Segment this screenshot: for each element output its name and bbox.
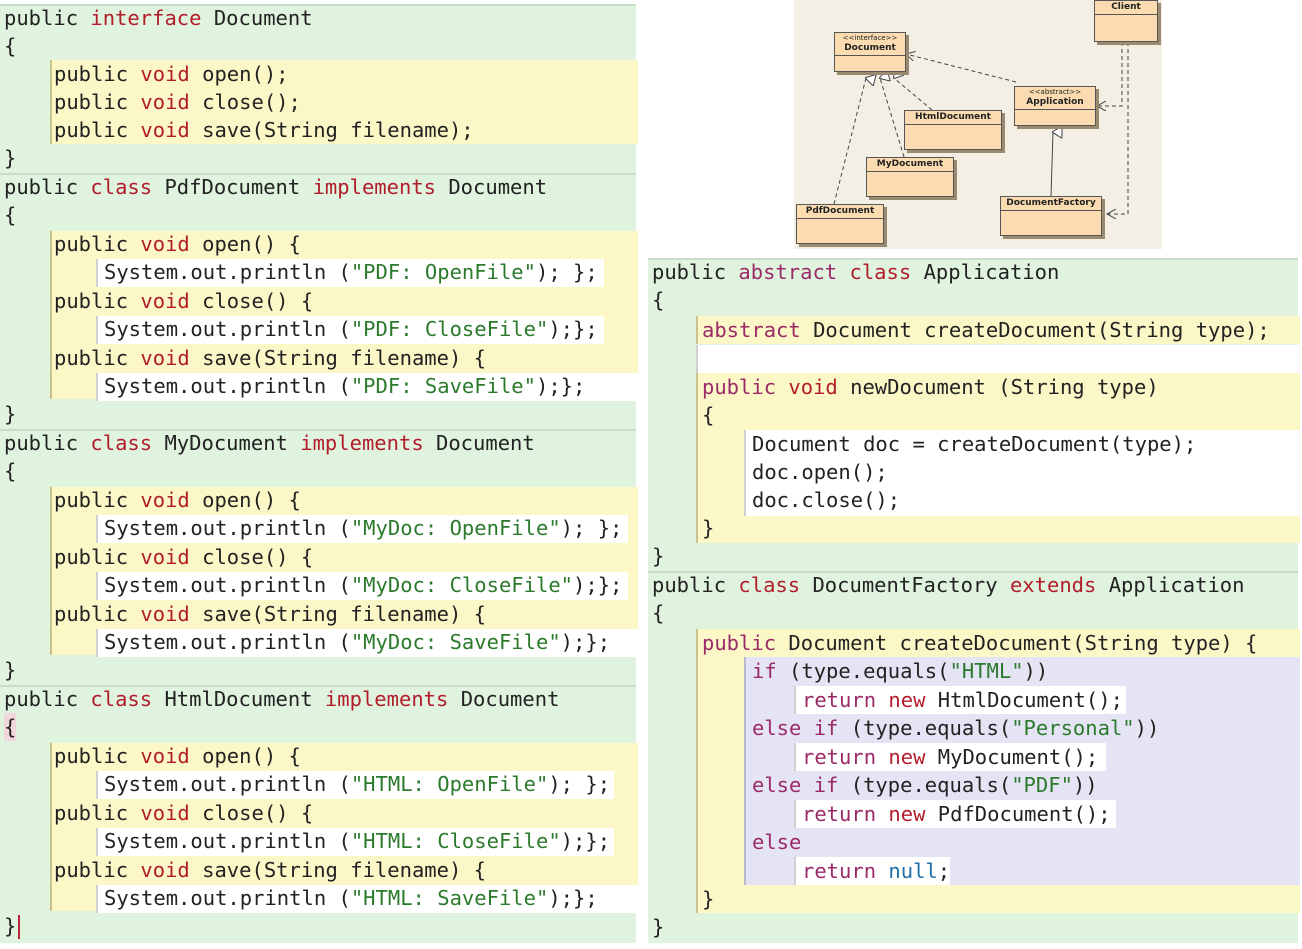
uml-class-documentfactory: DocumentFactory [1000, 196, 1102, 236]
htmldocument-block: public class HtmlDocument implements Doc… [4, 687, 611, 939]
pdf-realizes-document [833, 78, 866, 205]
app-newdoc-body-bg [744, 430, 1300, 516]
app-abstract-bg [696, 316, 1300, 344]
uml-class-client: Client [1094, 0, 1158, 42]
text-cursor [18, 915, 21, 939]
factory-ret3-bg [794, 800, 1116, 828]
factory-ret1-bg [794, 686, 1126, 714]
pdf-save-body-bg [96, 373, 638, 401]
mydoc-open-body-bg [96, 515, 628, 543]
uml-class-application: <<abstract>> Application [1014, 86, 1096, 126]
uml-class-htmldocument: HtmlDocument [904, 110, 1002, 150]
pdf-close-body-bg [96, 316, 604, 344]
mydocument-block: public class MyDocument implements Docum… [4, 431, 623, 682]
application-block: public abstract class Application { abst… [652, 260, 1270, 568]
mydoc-realizes-document [880, 78, 905, 158]
factory-ret2-bg [794, 743, 1106, 771]
uml-connectors [833, 42, 1129, 249]
html-save-body-bg [96, 885, 638, 913]
client-uses-application [1097, 42, 1123, 106]
html-open-body-bg [96, 771, 614, 799]
interface-document-block: public interface Document { public void … [4, 6, 474, 170]
mydoc-close-body-bg [96, 572, 628, 600]
pdf-document-block: public class PdfDocument implements Docu… [4, 175, 598, 426]
html-close-body-bg [96, 828, 614, 856]
interface-methods-bg [50, 60, 638, 144]
factory-extends-application [1050, 132, 1053, 197]
uml-class-mydocument: MyDocument [866, 157, 954, 197]
mydoc-save-body-bg [96, 629, 638, 657]
app-blank-bg [696, 345, 1300, 373]
application-uses-document [906, 54, 1017, 83]
uml-class-pdfdocument: PdfDocument [796, 204, 884, 244]
uml-class-document: <<interface>> Document [834, 32, 906, 72]
uml-class-diagram: <<interface>> Document Client HtmlDocume… [794, 0, 1162, 249]
client-uses-factory [1107, 42, 1129, 214]
pdf-open-body-bg [96, 259, 604, 287]
documentfactory-block: public class DocumentFactory extends App… [652, 573, 1258, 939]
html-realizes-document [894, 78, 933, 111]
factory-ret4-bg [794, 857, 950, 885]
